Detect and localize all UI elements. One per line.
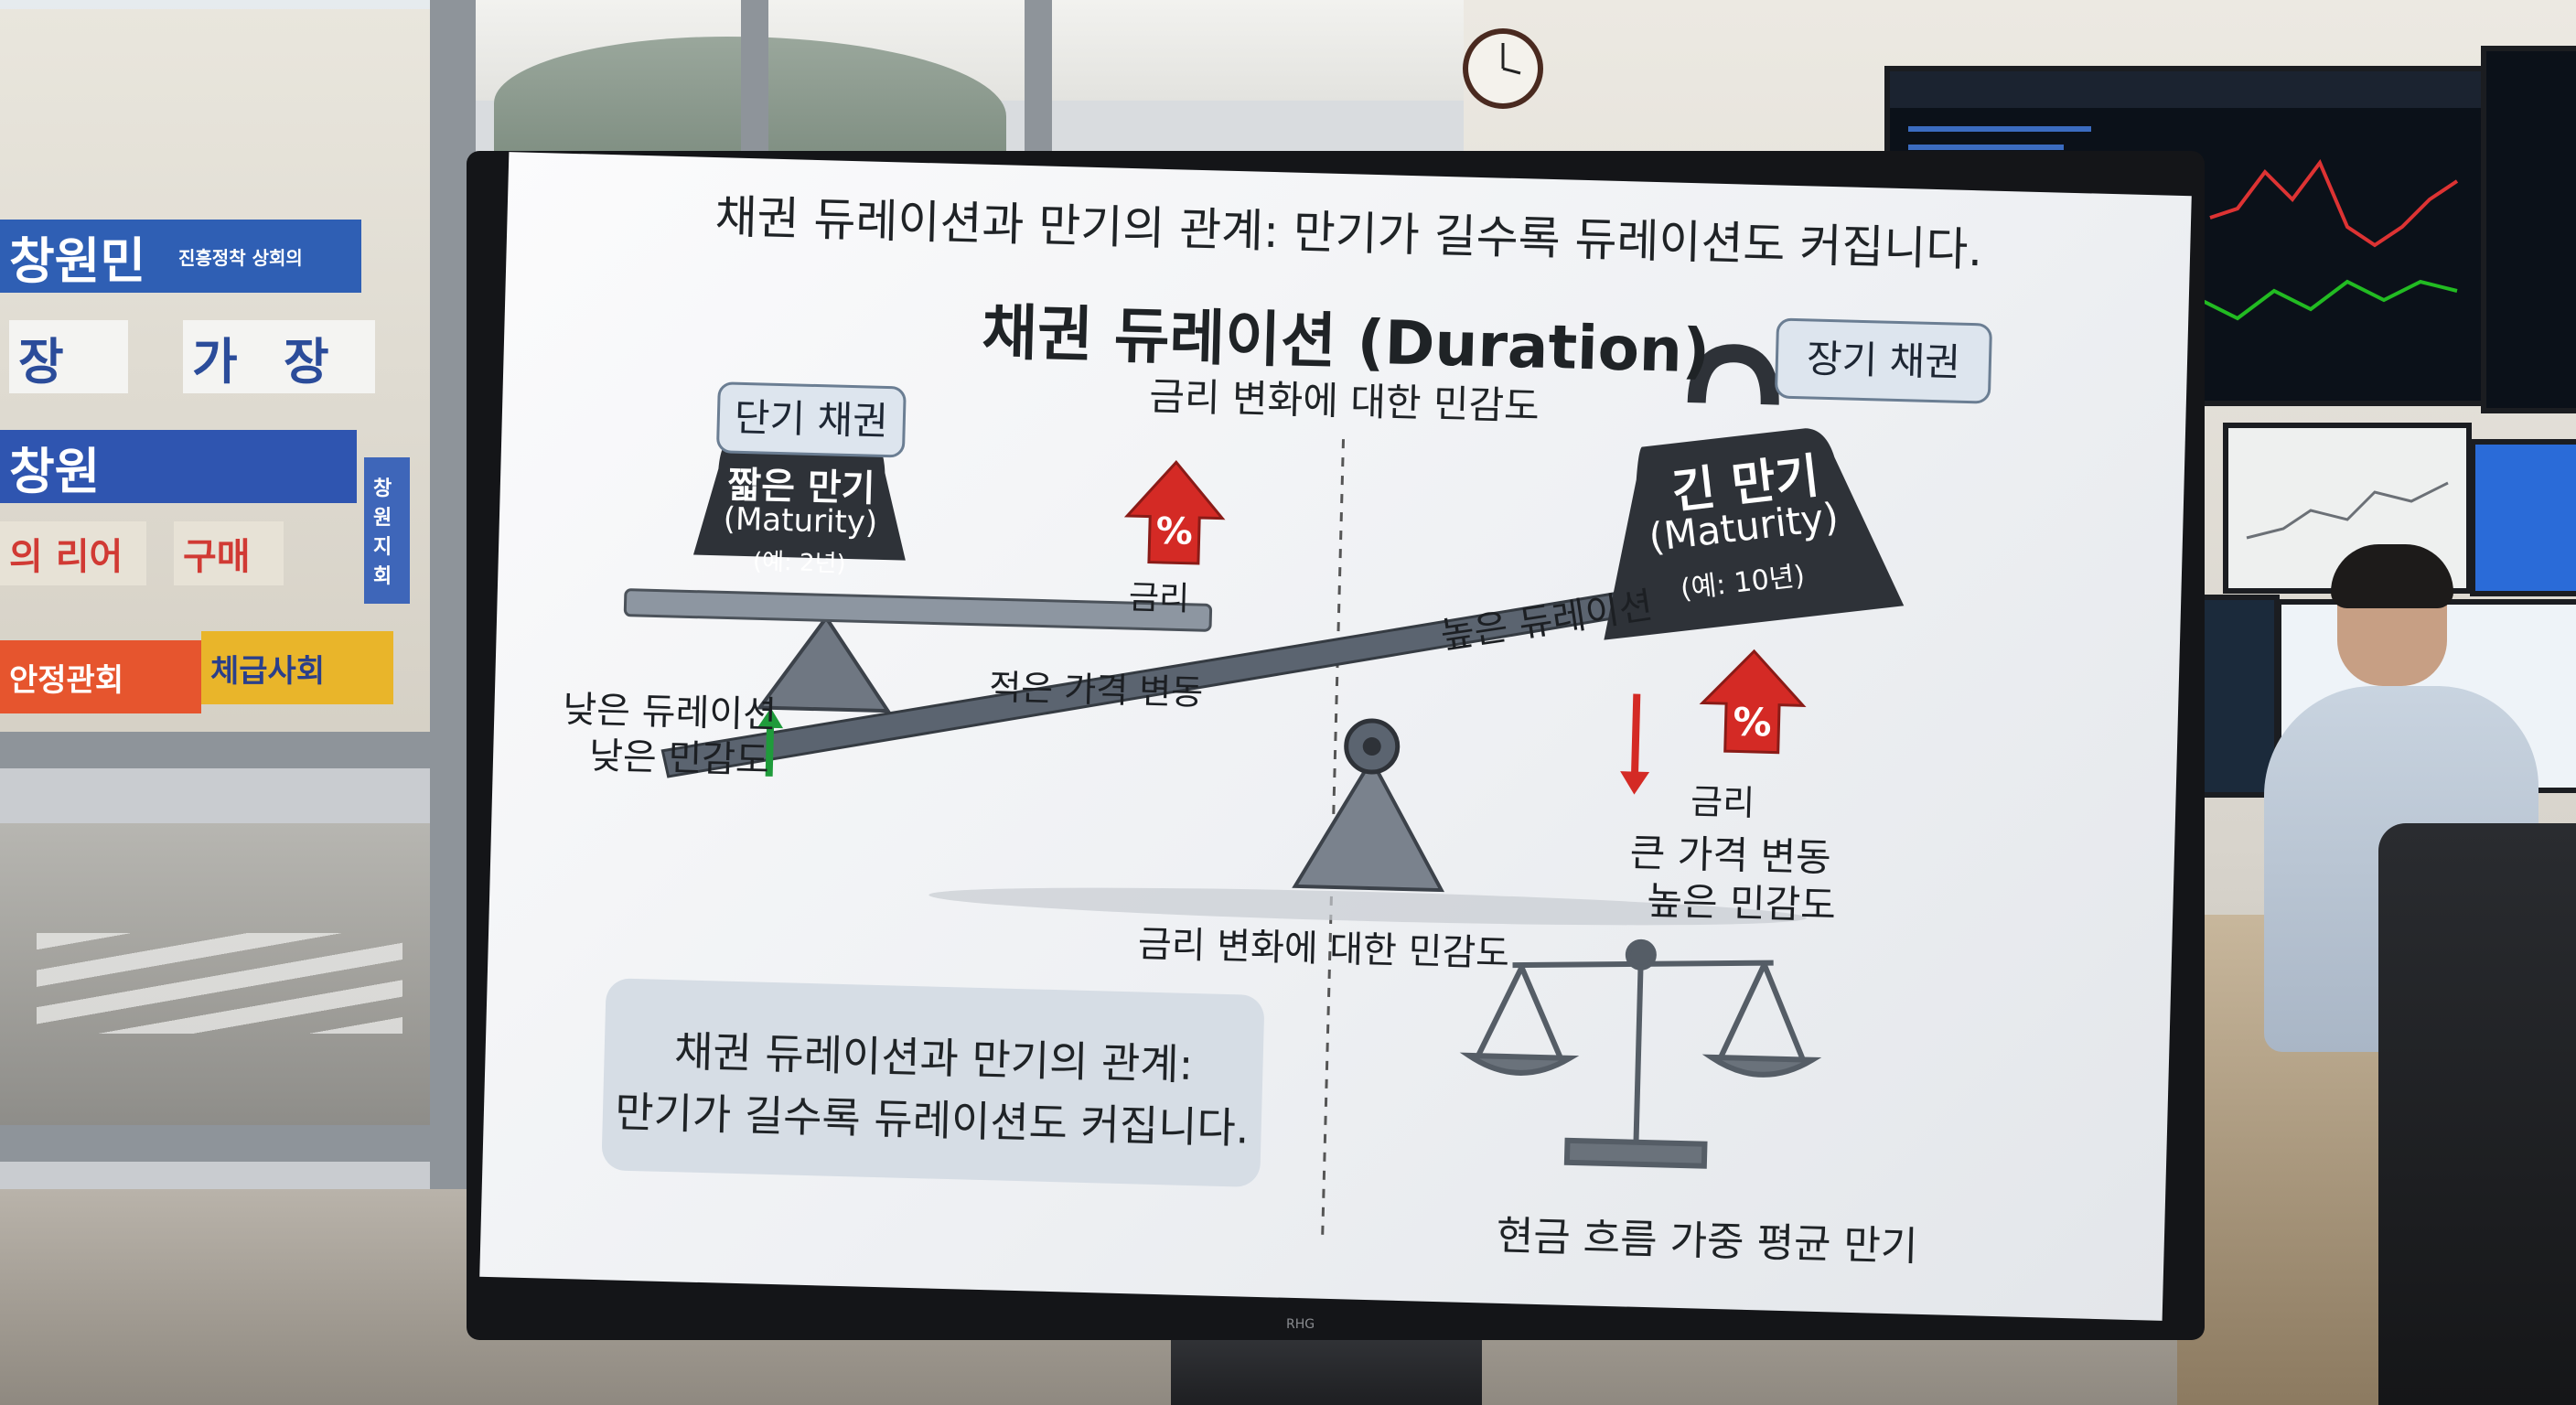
street-sign: 창원민 xyxy=(0,220,174,293)
short-fulcrum xyxy=(756,614,892,713)
rate-up-arrow-icon xyxy=(1699,649,1807,755)
short-beam xyxy=(623,588,1213,632)
percent-symbol: % xyxy=(1732,699,1773,745)
short-rate-label: 금리 xyxy=(1128,579,1190,618)
fulcrum-label: 금리 변화에 대한 민감도 xyxy=(1137,923,1510,976)
street-sign: 장 xyxy=(274,320,375,393)
office-chair xyxy=(2378,823,2576,1405)
street-sign: 가 xyxy=(183,320,284,393)
long-weight-icon xyxy=(1604,428,1905,640)
long-bond-tag: 장기 채권 xyxy=(1774,317,1993,404)
street-window: 창원민 진흥정착 상회의 장 가 장 창원 구매 의 리어 안정관회 체급사회 … xyxy=(0,0,476,1189)
street-sign: 장 xyxy=(9,320,128,393)
trading-monitor xyxy=(2481,46,2576,413)
window-frame xyxy=(1025,0,1052,156)
window-frame xyxy=(0,1125,476,1162)
green-up-arrow-icon xyxy=(765,721,775,777)
long-sensitivity-label: 높은 민감도 xyxy=(1646,877,1837,928)
rate-up-arrow-icon xyxy=(1123,460,1226,565)
desk-monitor xyxy=(2470,439,2576,596)
tv-brand: RHG xyxy=(1286,1317,1315,1332)
short-weight-line3: (예: 2년) xyxy=(752,548,846,578)
main-fulcrum xyxy=(1292,756,1445,893)
weight-handle-icon xyxy=(1687,344,1779,405)
short-change-label: 적은 가격 변동 xyxy=(988,667,1204,713)
shadow xyxy=(928,887,1807,926)
crosswalk xyxy=(37,933,402,1034)
street-sign: 안정관회 xyxy=(0,640,201,713)
short-weight-line2: (Maturity) xyxy=(723,500,878,542)
presentation-screen: 채권 듀레이션과 만기의 관계: 만기가 길수록 듀레이션도 커집니다. 채권 … xyxy=(479,152,2192,1321)
window-frame xyxy=(0,732,430,768)
short-weight-icon xyxy=(692,434,906,561)
street-sign: 창원지회 xyxy=(364,457,410,604)
percent-symbol: % xyxy=(1155,509,1194,553)
wall-clock xyxy=(1463,28,1543,109)
summary-box: 채권 듀레이션과 만기의 관계: 만기가 길수록 듀레이션도 커집니다. xyxy=(601,978,1265,1187)
long-rate-label: 금리 xyxy=(1690,781,1755,824)
scale-label: 현금 흐름 가중 평균 만기 xyxy=(1496,1212,1919,1271)
seesaw-diagram xyxy=(623,344,1905,1244)
worker-hair xyxy=(2331,544,2453,608)
balance-scale-icon xyxy=(1459,938,1822,1169)
street-sign: 의 리어 xyxy=(0,521,146,585)
street-sign: 체급사회 xyxy=(201,631,393,704)
street-sign: 구매 xyxy=(174,521,284,585)
red-down-arrow-icon xyxy=(1630,693,1641,777)
window-frame xyxy=(741,0,768,156)
street-sign: 진흥정착 상회의 xyxy=(169,220,361,293)
short-sensitivity-label: 낮은 민감도 xyxy=(588,735,770,782)
short-bond-tag: 단기 채권 xyxy=(715,381,907,458)
street-sign: 창원 xyxy=(0,430,357,503)
